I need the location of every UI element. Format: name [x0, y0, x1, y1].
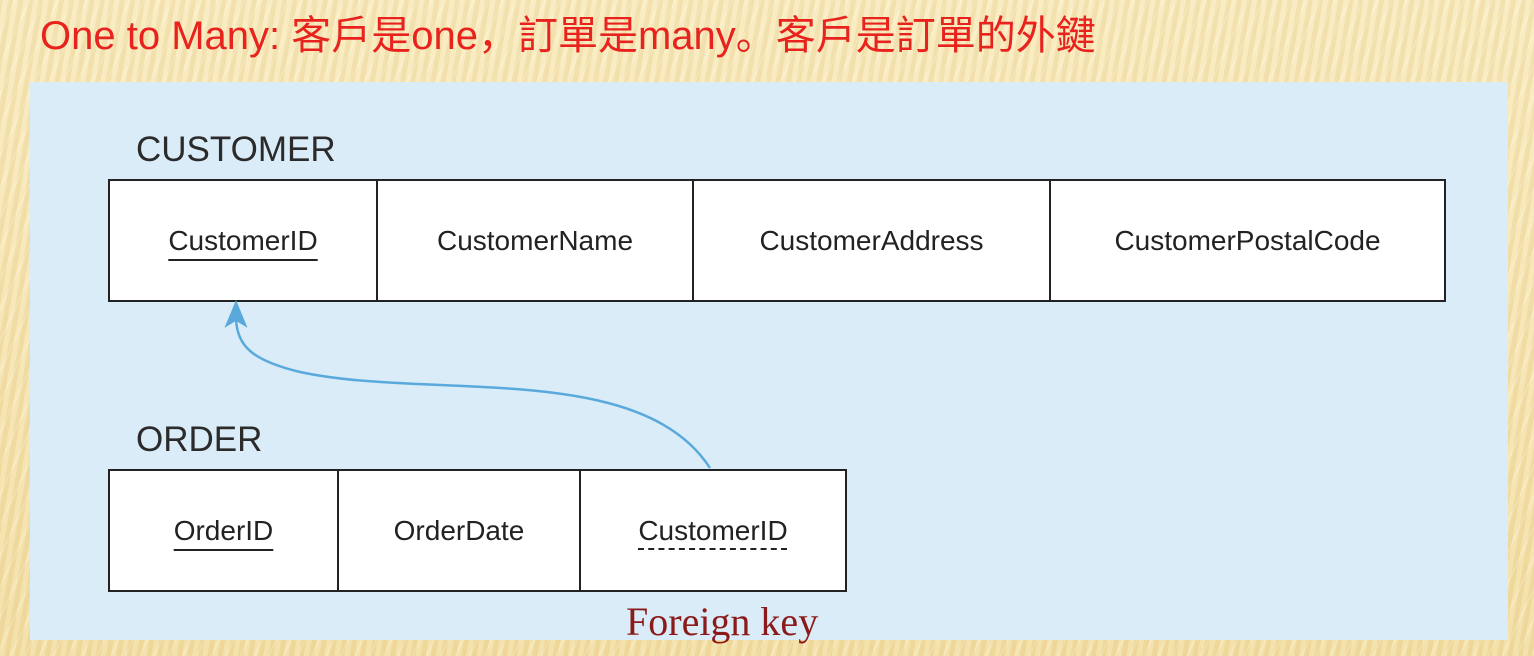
- order-customer-id-foreign-key: CustomerID: [638, 514, 788, 546]
- customer-table-name: CUSTOMER: [136, 130, 336, 169]
- customer-address-label: CustomerAddress: [759, 224, 984, 256]
- order-customer-id-cell: CustomerID: [581, 471, 845, 590]
- order-table: OrderID OrderDate CustomerID: [108, 469, 847, 592]
- customer-postal-code-cell: CustomerPostalCode: [1051, 181, 1444, 300]
- customer-table: CustomerID CustomerName CustomerAddress …: [108, 179, 1446, 302]
- order-date-label: OrderDate: [393, 514, 525, 546]
- customer-id-primary-key: CustomerID: [168, 224, 318, 256]
- order-id-primary-key: OrderID: [173, 514, 274, 546]
- slide-title: One to Many: 客戶是one，訂單是many。客戶是訂單的外鍵: [40, 14, 1096, 58]
- customer-name-cell: CustomerName: [378, 181, 694, 300]
- foreign-key-label: Foreign key: [626, 599, 819, 644]
- order-table-name: ORDER: [136, 420, 263, 459]
- order-id-cell: OrderID: [110, 471, 339, 590]
- customer-name-label: CustomerName: [436, 224, 634, 256]
- customer-address-cell: CustomerAddress: [694, 181, 1051, 300]
- customer-id-cell: CustomerID: [110, 181, 378, 300]
- order-date-cell: OrderDate: [339, 471, 581, 590]
- customer-postal-code-label: CustomerPostalCode: [1114, 224, 1381, 256]
